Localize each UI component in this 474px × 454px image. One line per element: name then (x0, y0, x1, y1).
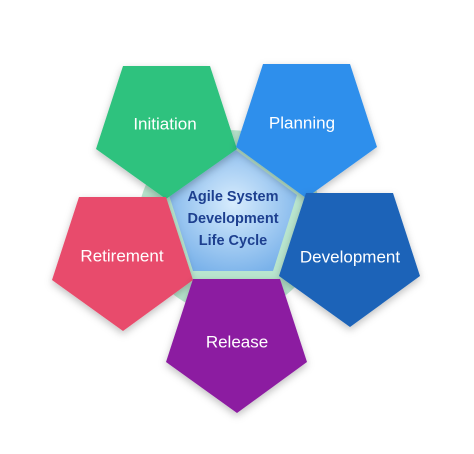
retirement-pentagon (52, 197, 193, 331)
center-pentagon (169, 148, 297, 271)
phase-planning: Planning (236, 64, 377, 198)
development-pentagon (279, 193, 420, 327)
center-title-line-2: Development (187, 211, 278, 227)
phase-retirement: Retirement (52, 197, 193, 331)
phase-development: Development (279, 193, 420, 327)
planning-label: Planning (269, 113, 335, 132)
initiation-pentagon (96, 66, 237, 199)
planning-pentagon (236, 64, 377, 198)
release-label: Release (206, 332, 268, 351)
initiation-label: Initiation (133, 114, 196, 133)
center-title-line-3: Life Cycle (199, 233, 268, 249)
release-pentagon (166, 279, 307, 413)
phase-initiation: Initiation (96, 66, 237, 199)
center-title: Agile System Development Life Cycle (187, 189, 278, 249)
center-title-line-1: Agile System (187, 189, 278, 205)
development-label: Development (300, 247, 400, 266)
phase-release: Release (166, 279, 307, 413)
retirement-label: Retirement (80, 246, 163, 265)
